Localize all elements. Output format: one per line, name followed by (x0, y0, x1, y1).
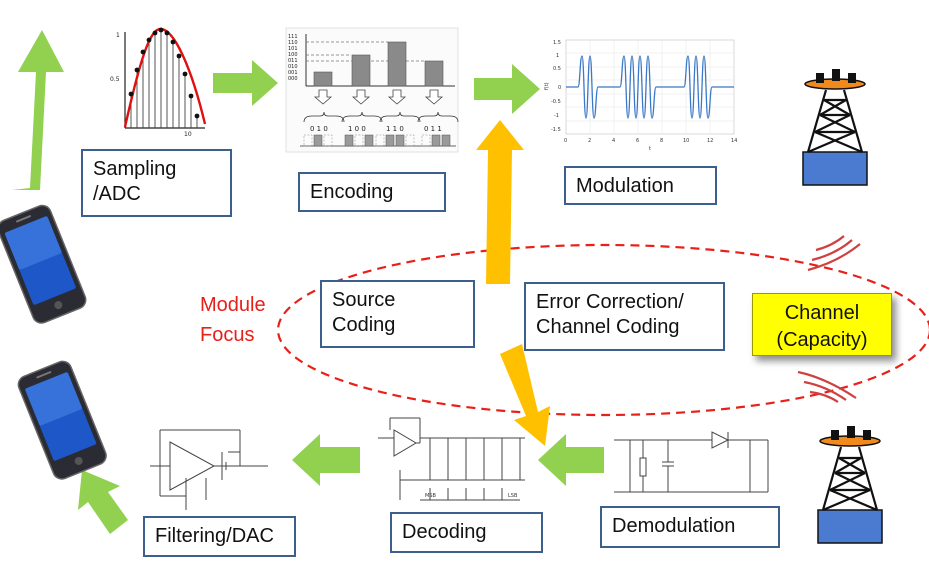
mod-ytick-neg1-5: -1.5 (551, 127, 561, 133)
mod-xtick-12: 12 (707, 138, 713, 144)
enc-level-010: 010 (288, 64, 298, 70)
enc-level-110: 110 (288, 40, 298, 46)
mod-xtick-6: 6 (636, 138, 639, 144)
channel-capacity-box: Channel (Capacity) (752, 293, 892, 356)
mod-ytick-0-5: 0.5 (553, 66, 561, 72)
sampling-ytick-1: 1 (116, 32, 120, 39)
arrow-phone-to-sampling (12, 30, 64, 190)
mod-ytick-1: 1 (556, 53, 559, 59)
sampling-adc-box: Sampling /ADC (81, 149, 232, 217)
enc-bits-1: 0 1 0 (310, 125, 328, 133)
arrow-sampling-to-encoding (213, 60, 278, 106)
enc-bits-3: 1 1 0 (386, 125, 404, 133)
arrow-decoding-to-filtering (292, 434, 360, 486)
modulation-plot: 1 1.5 0.5 0 -0.5 -1 -1.5 0 2 4 6 8 10 12… (544, 39, 737, 152)
module-focus-label: Module Focus (200, 294, 266, 346)
tower-top-icon (802, 69, 868, 186)
error-correction-box: Error Correction/ Channel Coding (524, 282, 725, 351)
demodulation-box: Demodulation (600, 506, 780, 548)
mod-ytick-1-5: 1.5 (553, 40, 561, 46)
phone-top-icon (0, 204, 87, 324)
modulation-box: Modulation (564, 166, 717, 205)
mod-xtick-8: 8 (660, 138, 663, 144)
mod-xtick-0: 0 (564, 138, 567, 144)
mod-xlabel: t (649, 146, 651, 152)
mod-xtick-4: 4 (612, 138, 615, 144)
arrow-encoding-to-modulation (474, 64, 540, 114)
radio-waves-bottom-icon (797, 370, 857, 403)
mod-ytick-0: 0 (558, 85, 561, 91)
enc-bits-2: 1 0 0 (348, 125, 366, 133)
mod-xtick-2: 2 (588, 138, 591, 144)
modulation-waveform (566, 55, 734, 119)
decoding-box: Decoding (390, 512, 543, 553)
enc-level-101: 101 (288, 46, 298, 52)
mod-ylabel: f(t) (544, 82, 550, 90)
mod-xtick-14: 14 (731, 138, 737, 144)
arrow-filtering-to-phone (78, 470, 128, 534)
sampling-xtick-10: 10 (184, 131, 192, 138)
mod-ytick-neg0-5: -0.5 (551, 99, 561, 105)
enc-level-100: 100 (288, 52, 298, 58)
tower-bottom-icon (817, 426, 883, 544)
filter-circuit (150, 429, 268, 510)
decoding-msb-label: MSB (425, 493, 436, 499)
radio-waves-top-icon (807, 235, 861, 272)
module-focus-ellipse (276, 243, 929, 417)
mod-ytick-neg1: -1 (554, 113, 559, 119)
decoding-circuit (378, 417, 525, 501)
arrow-demod-to-decoding (538, 434, 604, 486)
source-coding-box: Source Coding (320, 280, 475, 348)
arrow-down-to-decoding (500, 344, 550, 446)
filtering-dac-box: Filtering/DAC (143, 516, 296, 557)
enc-level-011: 011 (288, 58, 298, 64)
enc-level-001: 001 (288, 70, 298, 76)
sampling-plot: 1 0.5 10 (110, 27, 207, 138)
encoding-plot: 111 110 101 100 011 010 001 000 0 1 0 1 … (285, 27, 459, 153)
sampling-ytick-0-5: 0.5 (110, 76, 120, 83)
demodulation-circuit (614, 431, 769, 493)
enc-level-111: 111 (288, 34, 298, 40)
mod-xtick-10: 10 (683, 138, 689, 144)
encoding-box: Encoding (298, 172, 446, 212)
enc-level-000: 000 (288, 76, 298, 82)
arrow-coding-up (476, 120, 524, 284)
phone-bottom-icon (17, 360, 107, 480)
enc-bits-4: 0 1 1 (424, 125, 442, 133)
decoding-lsb-label: LSB (508, 493, 518, 499)
